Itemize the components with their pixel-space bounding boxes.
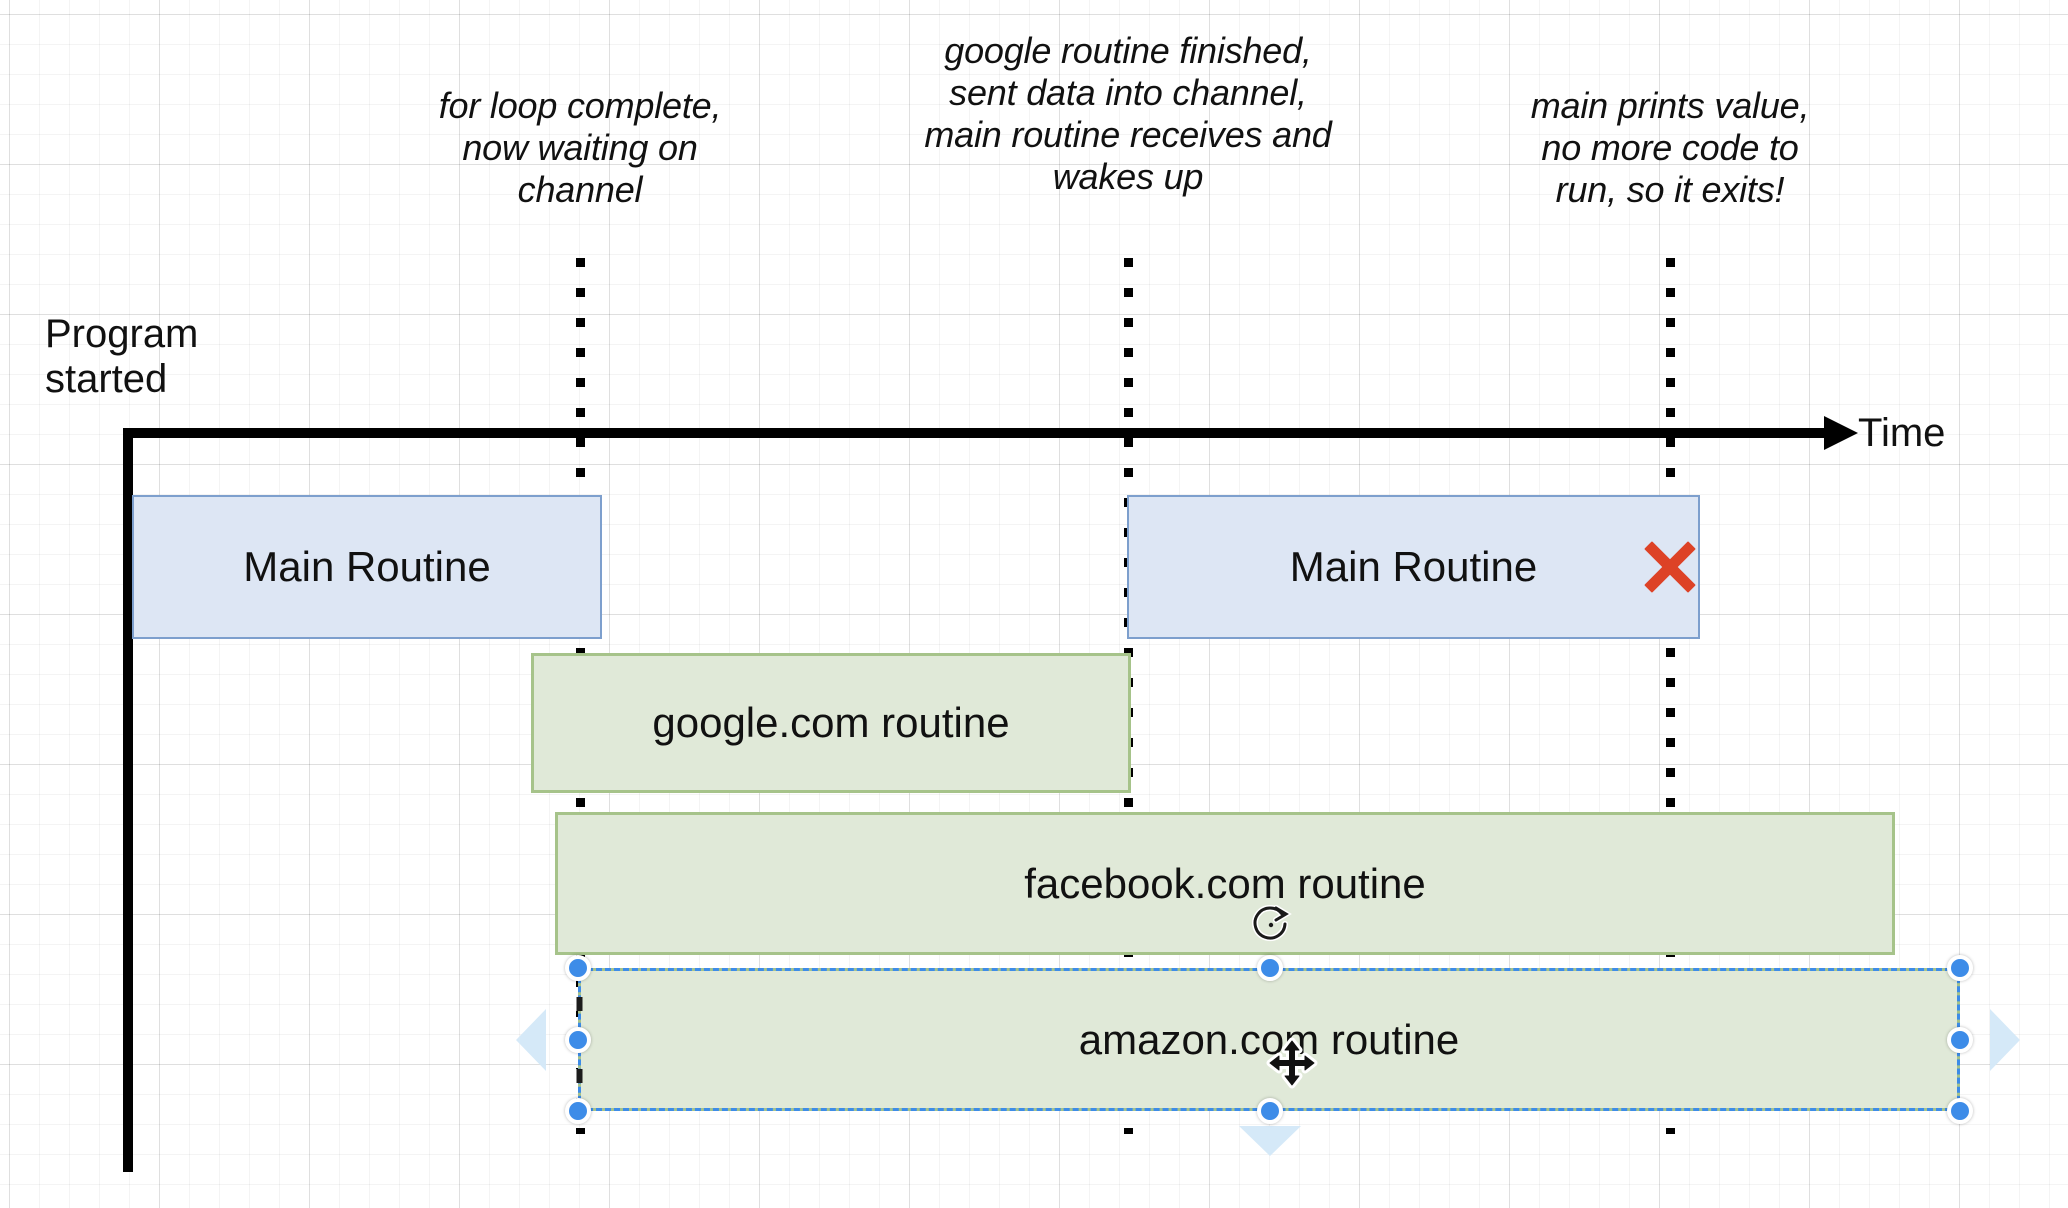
program-started-label: Program started bbox=[45, 312, 199, 402]
resize-handle-top-right[interactable] bbox=[1947, 955, 1973, 981]
event-line-main-exits bbox=[1666, 258, 1675, 1134]
time-axis-label: Time bbox=[1858, 411, 1946, 455]
annotation-google-routine-finished[interactable]: google routine finished, sent data into … bbox=[924, 30, 1332, 198]
exit-marker-x-icon bbox=[1639, 536, 1701, 598]
routine-label: facebook.com routine bbox=[1024, 859, 1426, 907]
annotation-main-prints-value[interactable]: main prints value, no more code to run, … bbox=[1530, 85, 1810, 211]
routine-box-facebook[interactable]: facebook.com routine bbox=[555, 812, 1895, 955]
time-axis-horizontal-line bbox=[123, 428, 1828, 438]
resize-handle-middle-right[interactable] bbox=[1947, 1027, 1973, 1053]
routine-label: Main Routine bbox=[1289, 543, 1538, 590]
rotate-cursor-icon bbox=[1246, 900, 1296, 955]
routine-box-main-routine-2[interactable]: Main Routine bbox=[1127, 495, 1700, 639]
time-axis-arrowhead bbox=[1824, 416, 1858, 450]
connect-arrow-right-icon[interactable] bbox=[1990, 1009, 2020, 1071]
routine-box-google[interactable]: google.com routine bbox=[531, 653, 1131, 793]
routine-label: Main Routine bbox=[243, 543, 491, 590]
edge-handle-lower-left[interactable] bbox=[573, 1069, 583, 1083]
resize-handle-top-left[interactable] bbox=[565, 955, 591, 981]
resize-handle-top-center[interactable] bbox=[1257, 955, 1283, 981]
connect-arrow-down-icon[interactable] bbox=[1239, 1126, 1301, 1156]
resize-handle-bottom-center[interactable] bbox=[1257, 1098, 1283, 1124]
resize-handle-bottom-right[interactable] bbox=[1947, 1098, 1973, 1124]
connect-arrow-left-icon[interactable] bbox=[516, 1009, 546, 1071]
move-cursor-icon bbox=[1266, 1037, 1318, 1094]
annotation-for-loop-complete[interactable]: for loop complete, now waiting on channe… bbox=[438, 85, 722, 211]
time-axis-vertical-line bbox=[123, 428, 133, 1172]
resize-handle-bottom-left[interactable] bbox=[565, 1098, 591, 1124]
routine-box-main-routine-1[interactable]: Main Routine bbox=[132, 495, 602, 639]
resize-handle-middle-left[interactable] bbox=[565, 1027, 591, 1053]
routine-label: google.com routine bbox=[652, 699, 1010, 746]
edge-handle-upper-left[interactable] bbox=[573, 997, 583, 1011]
